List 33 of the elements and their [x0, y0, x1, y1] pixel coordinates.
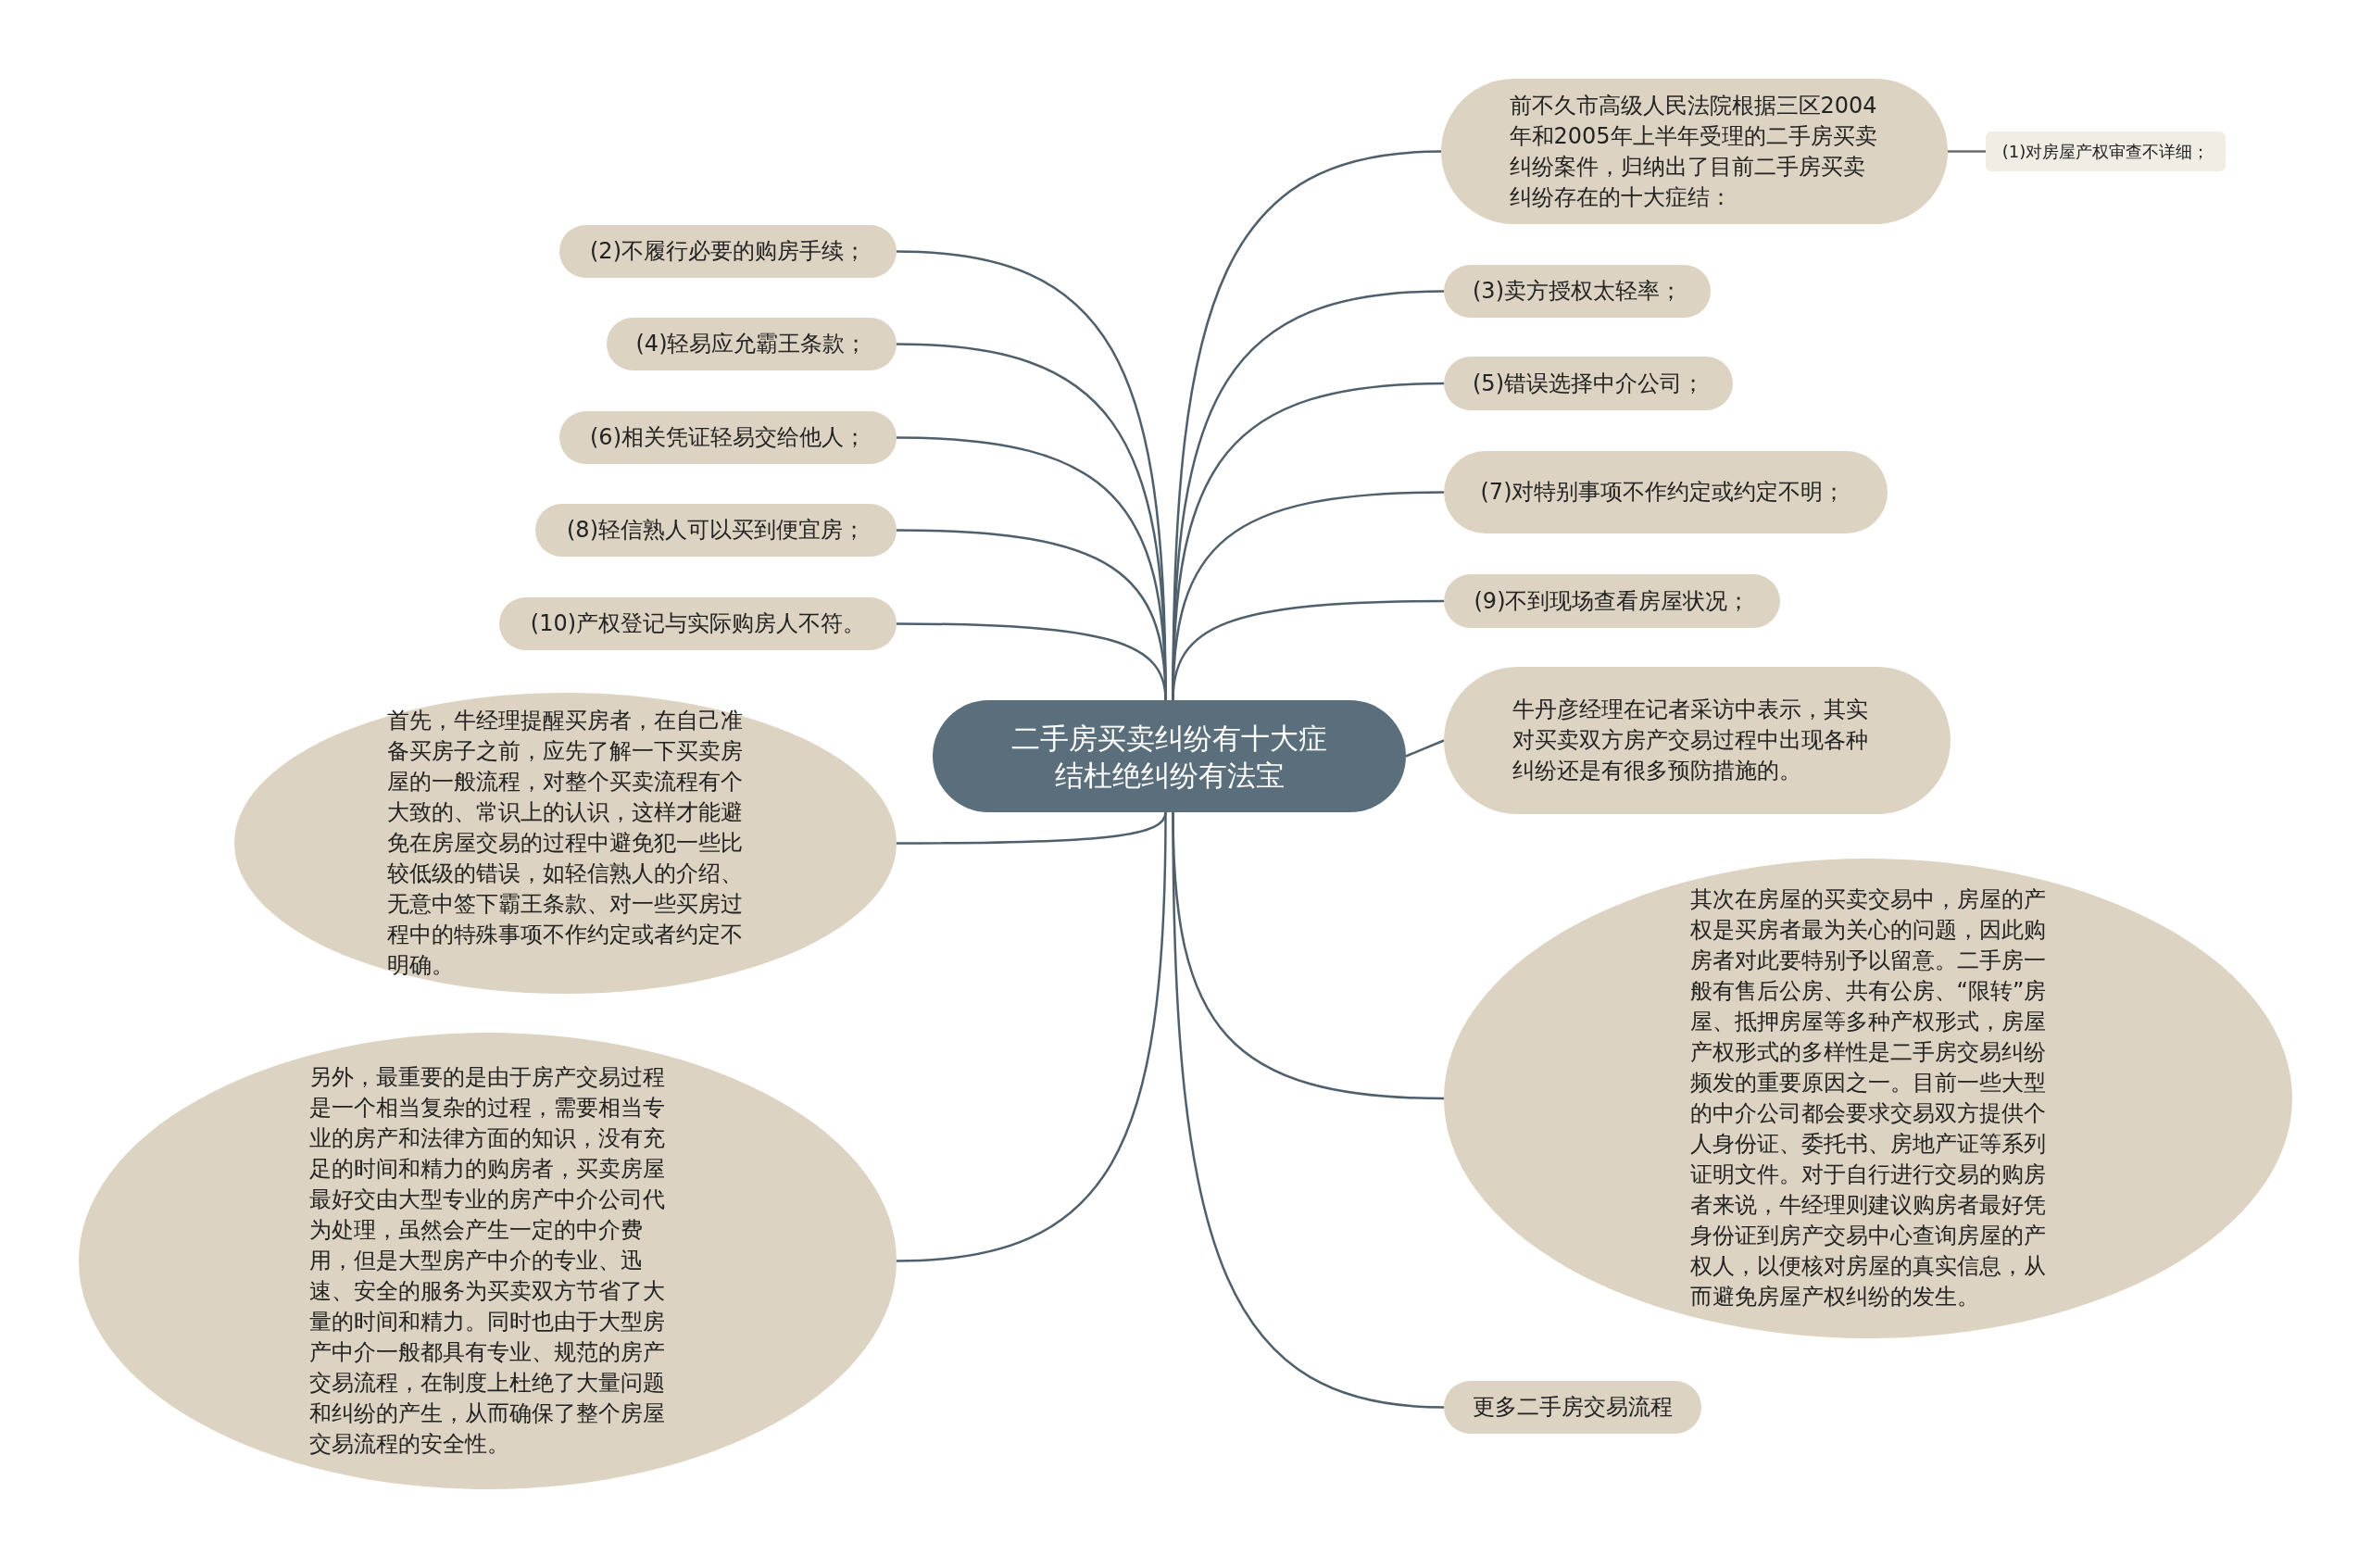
node-text: (1)对房屋产权审查不详细； [2001, 141, 2210, 163]
subtopic-box [1986, 132, 2226, 171]
node-text: (7)对特别事项不作约定或约定不明； [1480, 478, 1847, 507]
node-text: 更多二手房交易流程 [1473, 1393, 1673, 1422]
connector-line [896, 812, 1167, 1262]
connector-line [1172, 599, 1444, 701]
topic-box [1444, 574, 1780, 628]
connector-line [1172, 812, 1445, 1409]
node-text: 前不久市高级人民法院根据三区2004年和2005年上半年受理的二手房买卖纠纷案件，归纳出了目前二手房买卖纠纷存在的十大症结： [1509, 91, 1878, 212]
node-text: (6)相关凭证轻易交给他人； [590, 423, 866, 452]
node-text: 二手房买卖纠纷有十大症结杜绝纠纷有法宝 [1010, 720, 1328, 794]
topic-box [1444, 357, 1733, 410]
node-text: (8)轻信熟人可以买到便宜房； [567, 516, 865, 545]
topic-box [607, 318, 897, 370]
topic-box [1444, 265, 1711, 318]
node-text: (2)不履行必要的购房手续； [590, 237, 866, 266]
node-text: (5)错误选择中介公司； [1473, 369, 1704, 398]
connector-line [1405, 739, 1445, 758]
node-text: 其次在房屋的买卖交易中，房屋的产权是买房者最为关心的问题，因此购房者对此要特别予以留意。二手房一般有售后公房、共有公房、“限转”房屋、抵押房屋等多种产权形式，房屋产权形式的多样性是二手房交易纠纷频发的重要原因之一。目前一些大型的中介公司都会要求交易双方提供个人身份证、委托书、房地产证等系列证明文件。对于自行进行交易的购房者来说，牛经理则建议购房者最好凭身份证到房产交易中心查询房屋的产权人，以便核对房屋的真实信息，从而避免房屋产权纠纷的发生。 [1689, 885, 2047, 1311]
node-text: (4)轻易应允霸王条款； [635, 330, 868, 358]
topic-box [499, 597, 897, 650]
node-text: (10)产权登记与实际购房人不符。 [530, 609, 866, 638]
topic-box [1444, 1381, 1701, 1434]
topic-box [559, 411, 897, 464]
node-text: 首先，牛经理提醒买房者，在自己准备买房子之前，应先了解一下买卖房屋的一般流程，对整个买卖流程有个大致的、常识上的认识，这样才能避免在房屋交易的过程中避免犯一些比较低级的错误，如轻信熟人的介绍、无意中签下霸王条款、对一些买房过程中的特殊事项不作约定或者约定不明确。 [387, 707, 744, 980]
node-text: (9)不到现场查看房屋状况； [1474, 586, 1750, 616]
connector-line [1948, 150, 1986, 153]
node-text: 另外，最重要的是由于房产交易过程是一个相当复杂的过程，需要相当专业的房产和法律方面的知识，没有充足的时间和精力的购房者，买卖房屋最好交由大型专业的房产中介公司代为处理，虽然会产生一定的中介费用，但是大型房产中介的专业、迅速、安全的服务为买卖双方节省了大量的时间和精力。同时也由于大型房产中介一般都具有专业、规范的房产交易流程，在制度上杜绝了大量问题和纠纷的产生，从而确保了整个房屋交易流程的安全性。 [309, 1063, 666, 1459]
node-text: (3)卖方授权太轻率； [1473, 277, 1682, 306]
node-text: 牛丹彦经理在记者采访中表示，其实对买卖双方房产交易过程中出现各种纠纷还是有很多预防措施的。 [1512, 696, 1869, 785]
topic-box [535, 504, 897, 557]
connector-line [897, 622, 1167, 701]
topic-box [559, 225, 897, 278]
